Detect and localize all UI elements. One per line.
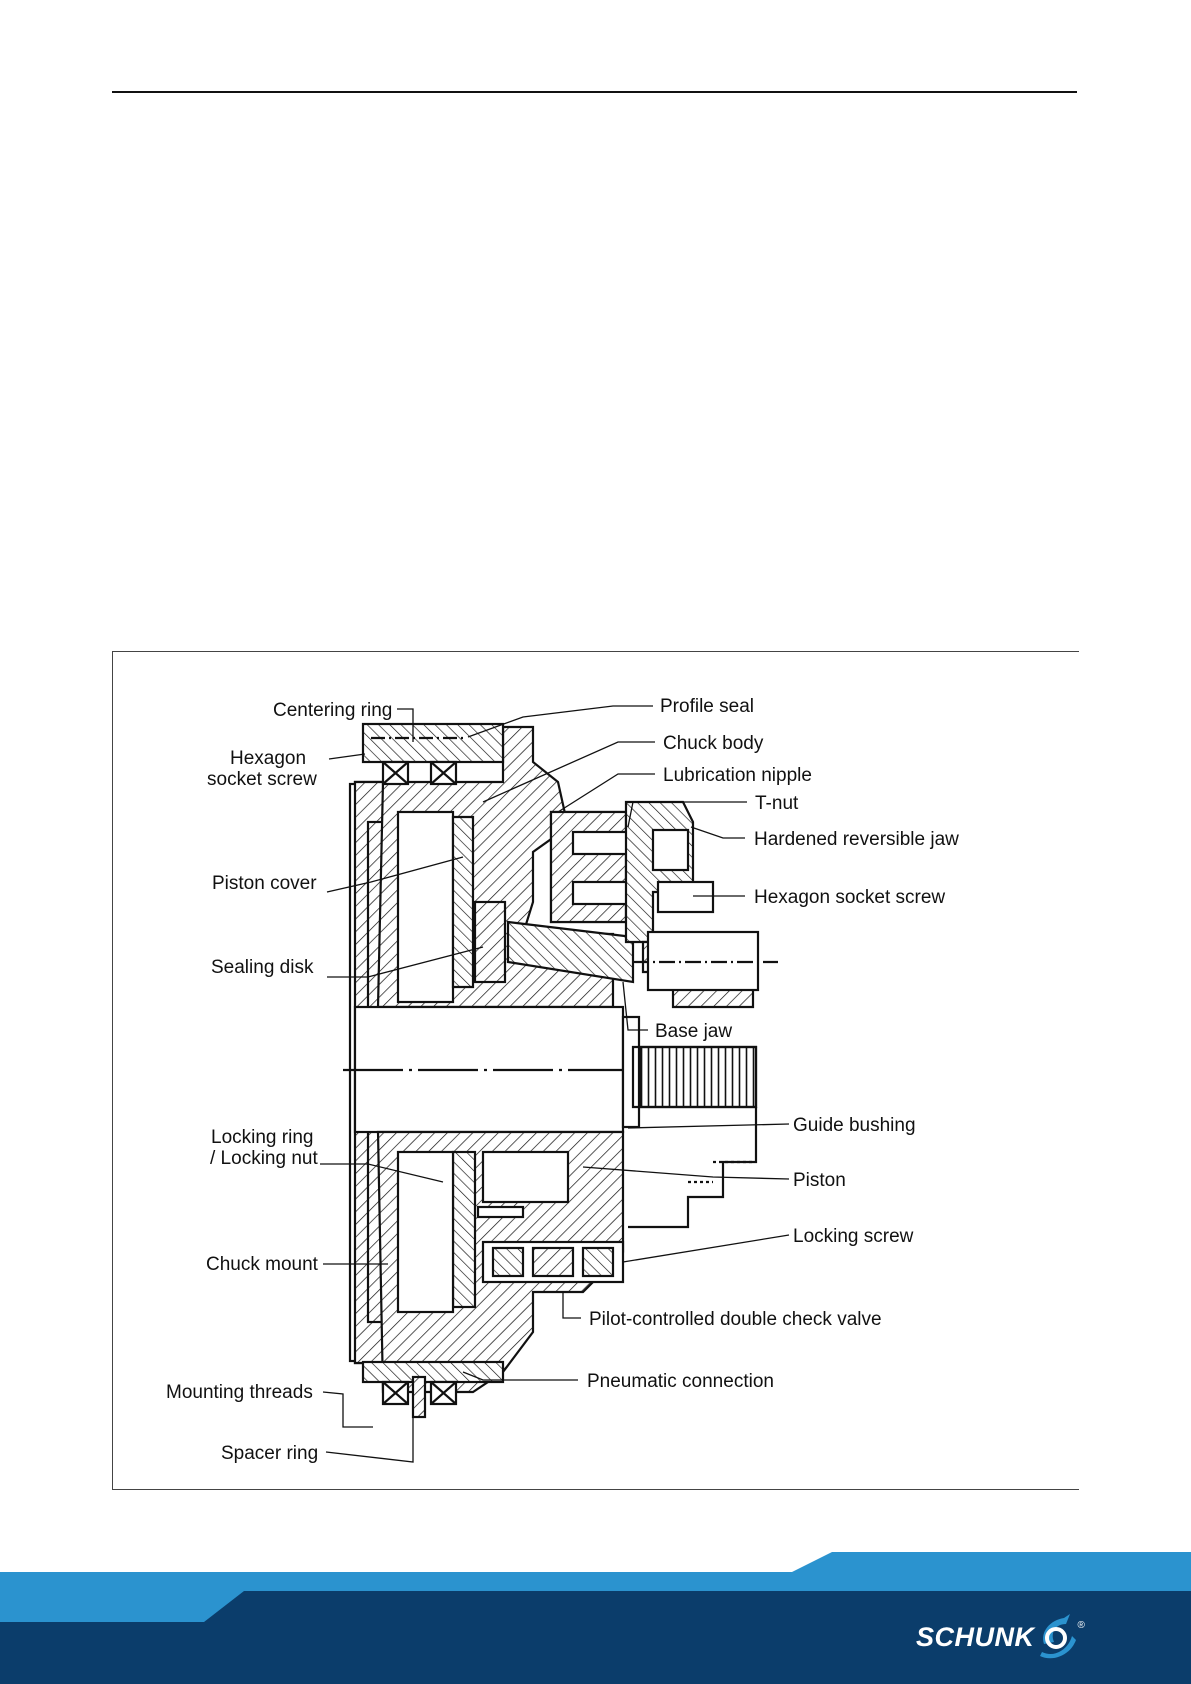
labels: Centering ring Hexagon socket screw Pist… (166, 696, 959, 1464)
label-profile-seal: Profile seal (660, 696, 754, 717)
chuck-cross-section-figure: Centering ring Hexagon socket screw Pist… (112, 651, 1079, 1490)
label-chuck-mount: Chuck mount (206, 1254, 319, 1275)
label-piston-cover: Piston cover (212, 873, 317, 894)
label-mounting-threads: Mounting threads (166, 1382, 313, 1403)
label-piston: Piston (793, 1170, 846, 1191)
label-locking-screw: Locking screw (793, 1226, 914, 1247)
label-lubrication-nipple: Lubrication nipple (663, 765, 812, 786)
label-chuck-body: Chuck body (663, 733, 764, 754)
drawing-body (343, 722, 778, 1419)
leader-lines (320, 705, 790, 1463)
label-hexagon-socket-screw-left-2: socket screw (207, 769, 317, 790)
header-rule (112, 91, 1077, 93)
label-t-nut: T-nut (755, 793, 799, 814)
label-hardened-reversible-jaw: Hardened reversible jaw (754, 829, 959, 850)
chuck-cross-section-drawing: Centering ring Hexagon socket screw Pist… (166, 696, 959, 1464)
footer-band (0, 1552, 1191, 1684)
logo-swoosh-icon (1039, 1614, 1076, 1659)
label-locking-ring-1: Locking ring (211, 1127, 313, 1148)
label-spacer-ring: Spacer ring (221, 1443, 318, 1464)
schunk-logo: SCHUNK ® (916, 1614, 1085, 1660)
label-sealing-disk: Sealing disk (211, 957, 314, 978)
footer-dark-band (0, 1591, 1191, 1684)
label-centering-ring: Centering ring (273, 700, 392, 721)
label-pneumatic-connection: Pneumatic connection (587, 1371, 774, 1392)
label-base-jaw: Base jaw (655, 1021, 732, 1042)
label-locking-ring-2: / Locking nut (210, 1148, 318, 1169)
label-pilot-controlled-double-check-valve: Pilot-controlled double check valve (589, 1309, 882, 1330)
logo-wordmark: SCHUNK (916, 1621, 1035, 1652)
label-guide-bushing: Guide bushing (793, 1115, 916, 1136)
logo-registered-mark: ® (1077, 1620, 1085, 1631)
label-hexagon-socket-screw-left-1: Hexagon (230, 748, 306, 769)
label-hexagon-socket-screw-right: Hexagon socket screw (754, 887, 945, 908)
